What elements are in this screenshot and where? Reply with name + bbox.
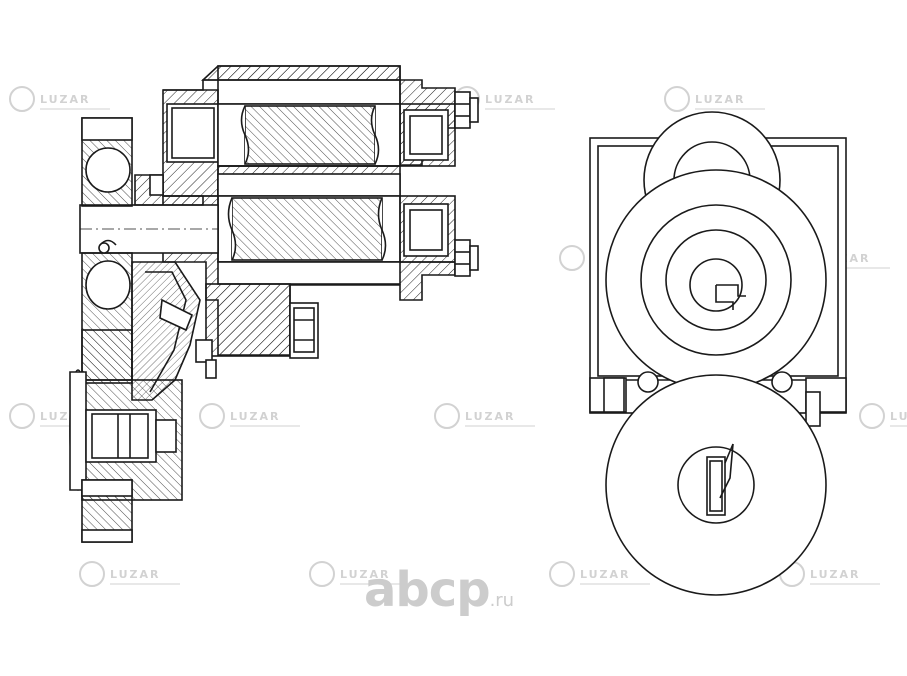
watermark-text: LUZAR (890, 410, 907, 423)
gear-upper-break-left (240, 105, 250, 165)
bolt-upper (454, 91, 479, 129)
watermark-text: LUZAR (580, 568, 631, 581)
drive-gear-hole-top (85, 147, 131, 193)
watermark-mark: LUZAR (664, 86, 765, 112)
watermark-mark: LUZAR (549, 561, 650, 587)
gear-upper-hatch (244, 105, 376, 165)
shaft-keyway (715, 285, 734, 310)
watermark-text: LUZAR (810, 568, 861, 581)
watermark-mark: LUZAR (434, 403, 535, 429)
section-view (69, 65, 479, 543)
watermark-text: LUZAR (40, 93, 91, 106)
gear-upper-break-right (370, 105, 380, 165)
seal-upper-left-inner (171, 107, 215, 159)
site-mark-name: abcp (364, 562, 491, 618)
watermark-text: LUZAR (485, 93, 536, 106)
housing-base (205, 283, 291, 357)
drive-gear-hole-bottom (85, 260, 131, 310)
watermark-mark: LUZAR (79, 561, 180, 587)
gear-lower-hatch (231, 197, 383, 261)
watermark-text: LUZAR (695, 93, 746, 106)
watermark-mark: LUZAR (859, 403, 907, 429)
watermark-text: LUZAR (230, 410, 281, 423)
watermark-text: LUZAR (465, 410, 516, 423)
site-mark: abcp.ru (364, 566, 514, 614)
end-view (589, 111, 847, 596)
site-mark-tld: .ru (489, 590, 515, 611)
bolt-lower (454, 239, 479, 277)
watermark-mark: LUZAR (9, 86, 110, 112)
watermark-mark: LUZAR (309, 561, 410, 587)
watermark-mark: LUZAR (779, 561, 880, 587)
watermark-mark: LUZAR (199, 403, 300, 429)
watermark-text: LUZAR (110, 568, 161, 581)
housing-top-band (217, 65, 401, 81)
watermark-text: LUZAR (340, 568, 391, 581)
